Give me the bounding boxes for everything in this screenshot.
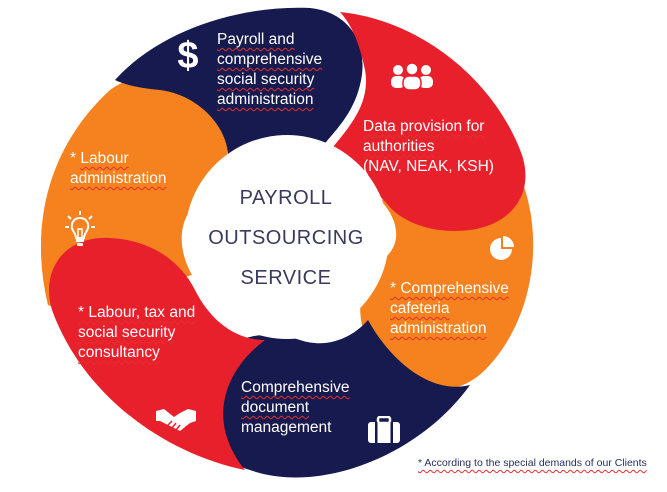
dollar-icon: $ xyxy=(173,34,203,79)
center-title: PAYROLL OUTSOURCING SERVICE xyxy=(190,178,382,298)
svg-text:$: $ xyxy=(177,35,198,74)
label-document-line1: Comprehensive xyxy=(241,379,350,396)
segment-data-provision xyxy=(325,12,526,231)
label-consultancy-line2: social security xyxy=(78,324,176,341)
label-payroll-line2: comprehensive xyxy=(217,51,323,68)
center-title-line3: SERVICE xyxy=(240,267,332,289)
briefcase-icon xyxy=(367,415,401,449)
label-cafeteria-line2: cafeteria xyxy=(390,300,450,317)
label-consultancy-line3: consultancy xyxy=(78,344,160,361)
label-data-provision: Data provision for authorities (NAV, NEA… xyxy=(363,117,494,177)
center-circle xyxy=(185,135,389,339)
label-document-line2: document xyxy=(241,399,310,416)
label-cafeteria: * Comprehensive cafeteria administration xyxy=(390,279,509,339)
center-title-line2: OUTSOURCING xyxy=(208,227,364,249)
segment-document-management xyxy=(197,320,471,478)
label-payroll-line1: Payroll and xyxy=(217,31,295,48)
label-consultancy-line1-text: * Labour, tax and xyxy=(78,304,196,321)
label-labour: * Labour administration xyxy=(70,149,167,189)
people-group-icon xyxy=(388,62,436,95)
segment-payroll xyxy=(115,7,363,166)
label-labour-line1-text: Labour xyxy=(80,150,129,167)
footnote: * According to the special demands of ou… xyxy=(418,457,647,469)
label-data-provision-line1: Data provision for xyxy=(363,118,485,135)
label-document-line3: management xyxy=(241,419,332,436)
label-labour-line2: administration xyxy=(70,170,167,187)
label-payroll-line4: administration xyxy=(217,91,314,108)
label-payroll: Payroll and comprehensive social securit… xyxy=(217,30,322,110)
lightbulb-icon xyxy=(64,210,96,253)
label-cafeteria-line1: * Comprehensive xyxy=(390,280,509,297)
segment-consultancy xyxy=(49,237,265,470)
center-title-line1: PAYROLL xyxy=(239,187,333,209)
label-cafeteria-line3: administration xyxy=(390,320,487,337)
label-document: Comprehensive document management xyxy=(241,378,350,438)
label-labour-line1: * Labour xyxy=(70,150,129,167)
footnote-text: * According to the special demands of ou… xyxy=(418,457,647,469)
label-consultancy: * Labour, tax and social security consul… xyxy=(78,303,195,363)
label-data-provision-line3: (NAV, NEAK, KSH) xyxy=(363,158,494,175)
label-payroll-line3: social security xyxy=(217,71,315,88)
label-data-provision-line2: authorities xyxy=(363,138,435,155)
handshake-icon xyxy=(154,403,198,438)
pie-chart-icon xyxy=(488,234,516,267)
label-consultancy-line1: * Labour, tax and xyxy=(78,303,195,323)
